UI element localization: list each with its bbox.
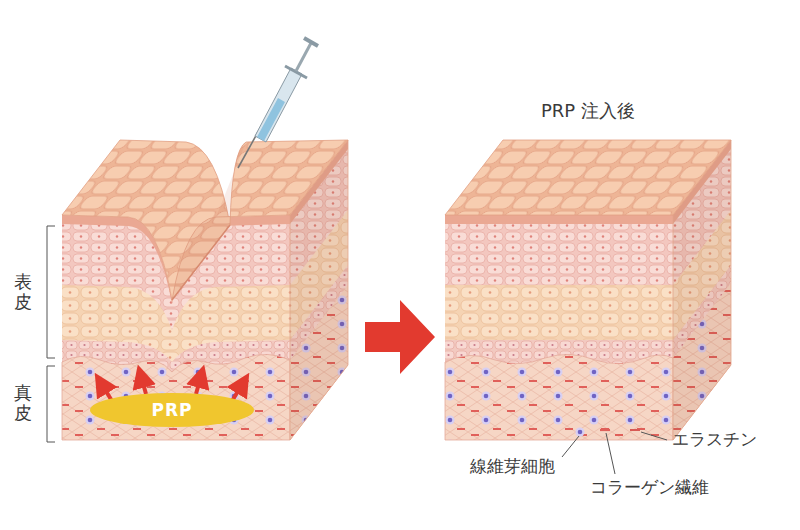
ellipse-fill: [90, 393, 254, 427]
part-label: 線維芽細胞: [470, 456, 555, 476]
syringe-flange: [285, 66, 307, 78]
fibroblast-halo: [576, 428, 585, 437]
red-arrow: [101, 383, 112, 401]
red-arrow: [141, 376, 146, 394]
epidermis-pink-layer: [445, 224, 673, 440]
plunger-cap: [304, 38, 318, 46]
right-top-face: [445, 140, 731, 215]
dermis-layer: [445, 354, 673, 440]
part-label: エラスチン: [672, 429, 757, 449]
wrinkle-fold: [172, 142, 246, 300]
prp-ellipse: PRP: [90, 393, 254, 427]
red-arrow: [196, 376, 201, 394]
syringe-barrel: [255, 68, 302, 142]
elastin-dash: [630, 429, 640, 431]
layer-brackets: [47, 226, 55, 442]
leader-lines: [562, 432, 667, 474]
node-text: PRP: [151, 400, 192, 420]
left-top-face: [62, 140, 348, 300]
needle: [238, 132, 258, 168]
panel-title: PRP 注入後: [541, 100, 635, 122]
layer-label: 表皮: [14, 272, 32, 312]
leader-line: [641, 432, 667, 440]
top-left-half: [62, 140, 230, 300]
epidermis-orange-layer: [62, 285, 290, 440]
collagen-dash: [600, 429, 610, 431]
fibroblast-dot: [578, 430, 583, 435]
red-arrow: [232, 383, 243, 401]
right-front-face: [445, 215, 673, 440]
leader-line: [606, 433, 615, 474]
dermis-layer: [62, 354, 290, 440]
plunger-rod: [296, 43, 311, 71]
stratum-corneum: [445, 215, 673, 440]
epidermis-orange-layer: [445, 285, 673, 440]
big-red-arrow: [365, 300, 435, 374]
part-label: コラーゲン繊維: [590, 477, 709, 497]
layer-label: 真皮: [14, 383, 32, 423]
epidermis-bracket: [47, 226, 55, 358]
leader-line: [562, 436, 579, 457]
syringe: [238, 38, 318, 168]
dermis-bracket: [47, 366, 55, 442]
top-right-half: [172, 140, 348, 300]
basal-layer: [62, 340, 290, 440]
syringe-liquid: [257, 98, 285, 141]
callout-parts: [576, 428, 641, 437]
basal-layer: [445, 340, 673, 440]
